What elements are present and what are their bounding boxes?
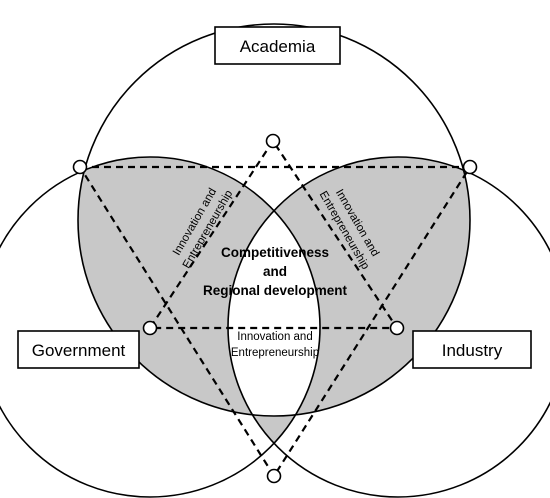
svg-text:Innovation and: Innovation and	[237, 331, 312, 343]
node-lower-right	[389, 320, 405, 336]
innovation-label-bottom: Innovation and Entrepreneurship	[231, 331, 319, 359]
government-circle	[0, 156, 321, 498]
svg-text:Academia: Academia	[240, 37, 316, 56]
node-bottom	[266, 468, 282, 484]
center-label: Competitiveness and Regional development	[203, 245, 348, 298]
svg-text:Industry: Industry	[442, 341, 503, 360]
svg-text:Entrepreneurship: Entrepreneurship	[231, 347, 319, 359]
svg-text:Regional development: Regional development	[203, 283, 348, 298]
svg-text:Competitiveness: Competitiveness	[221, 245, 329, 260]
svg-text:and: and	[263, 264, 287, 279]
node-upper-left	[72, 159, 88, 175]
industry-label: Industry	[412, 330, 532, 369]
government-label: Government	[17, 330, 140, 369]
svg-text:Government: Government	[32, 341, 126, 360]
inner-dashed-triangle	[147, 139, 400, 330]
node-top	[265, 133, 281, 149]
academia-label: Academia	[214, 26, 341, 65]
outer-dashed-triangle	[78, 165, 473, 479]
node-lower-left	[142, 320, 158, 336]
node-upper-right	[462, 159, 478, 175]
academia-circle	[77, 23, 471, 417]
